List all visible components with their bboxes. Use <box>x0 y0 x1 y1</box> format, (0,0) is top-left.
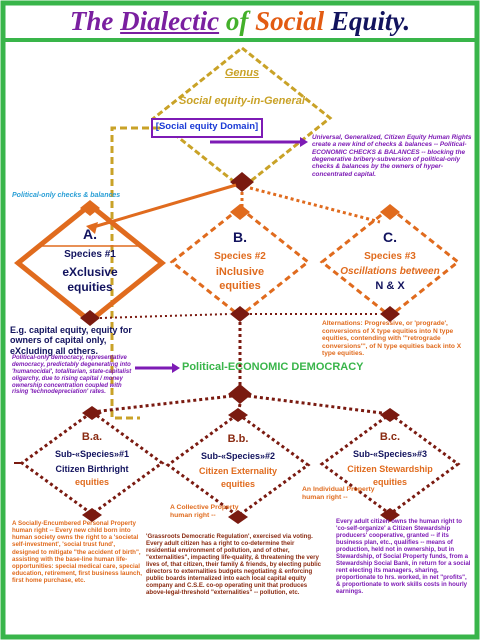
externality-note: 'Grassroots Democratic Regulation', exer… <box>146 533 322 596</box>
subspecies-ba-name2: equities <box>74 477 109 487</box>
domain-box <box>151 118 263 138</box>
exclusive-note: Political-only democracy, representative… <box>12 355 132 396</box>
stewardship-note: Every adult citizen owns the human right… <box>336 518 471 595</box>
subspecies-hub-node <box>228 384 252 404</box>
alternations-note: Alternations: Progressive, or 'prograde'… <box>322 320 462 358</box>
subspecies-ba-diamond <box>19 410 165 516</box>
genus-node <box>230 172 254 192</box>
species-c-bottom-node <box>380 306 400 322</box>
hub-to-bb <box>236 403 242 416</box>
title-word-social: Social <box>255 6 325 36</box>
subspecies-ba-top-node <box>82 406 102 420</box>
subspecies-bc-bottom-node <box>380 508 400 522</box>
species-a-name1: eXclusive <box>62 265 118 279</box>
ped-label: Political-ECONOMIC DEMOCRACY <box>182 361 364 373</box>
subspecies-bc-letter: B.c. <box>379 431 401 443</box>
subspecies-bb-name2: equities <box>220 479 255 489</box>
species-c-letter: C. <box>383 229 397 245</box>
species-c-top-node <box>380 204 400 220</box>
subspecies-bb-label: Sub-«Species»#2 <box>200 451 276 461</box>
subspecies-ba-name1: Citizen Birthright <box>55 464 129 474</box>
species-b-bottom-node <box>230 306 250 322</box>
page-title: The Dialectic of Social Equity. <box>0 6 480 37</box>
universal-note: Universal, Generalized, Citizen Equity H… <box>312 134 472 178</box>
arrow-to-a-head <box>86 222 98 234</box>
species-c-label: Species #3 <box>364 251 416 262</box>
subspecies-bb-diamond <box>165 412 311 518</box>
subspecies-bc-name2: equities <box>372 477 407 487</box>
title-word-dialectic: Dialectic <box>120 6 220 36</box>
ped-arrowhead <box>172 363 180 373</box>
genus-label: Genus <box>224 67 260 79</box>
subspecies-bc-top-node <box>380 408 400 422</box>
political-only-label: Political-only checks & balances <box>12 192 121 199</box>
subspecies-bc-name1: Citizen Stewardship <box>347 464 433 474</box>
exclusive-example: E.g. capital equity, equity for owners o… <box>10 325 132 356</box>
species-a-top-node <box>80 200 100 216</box>
birthright-note: A Socially-Encumbered Personal Property … <box>12 520 142 584</box>
species-c-name1: Oscillations between <box>340 266 440 277</box>
link-a-b <box>99 313 231 319</box>
species-b-name2: equities <box>219 280 261 292</box>
subspecies-ba-letter: B.a. <box>81 431 103 443</box>
species-a-label: Species #1 <box>64 249 116 260</box>
connector-to-c <box>249 186 381 224</box>
hub-to-bc <box>247 394 391 416</box>
subspecies-bc-label: Sub-«Species»#3 <box>352 449 428 459</box>
species-b-top-node <box>230 204 250 220</box>
individual-label: An Individual Property human right -- <box>302 486 375 501</box>
species-a-bottom-node <box>80 310 100 326</box>
title-word-equity: Equity. <box>330 6 411 36</box>
genus-note-arrowhead <box>300 137 308 147</box>
collective-label: A Collective Property human right -- <box>170 504 239 519</box>
species-c-name2: N & X <box>375 280 405 292</box>
genus-diamond <box>151 46 333 190</box>
subspecies-bb-letter: B.b. <box>227 433 249 445</box>
species-b-label: Species #2 <box>214 251 266 262</box>
genus-dashed-connector <box>110 126 160 420</box>
title-word-the: The <box>69 6 114 36</box>
subspecies-ba-label: Sub-«Species»#1 <box>54 449 130 459</box>
species-b-letter: B. <box>233 229 247 245</box>
subspecies-ba-bottom-node <box>82 508 102 522</box>
genus-name: Social equity-in-General <box>179 95 305 107</box>
title-word-of: of <box>225 6 249 36</box>
species-a-name2: equities <box>67 280 113 294</box>
subspecies-bb-name1: Citizen Externality <box>198 466 278 476</box>
species-a-diamond <box>14 201 166 325</box>
arrow-to-a <box>89 183 237 230</box>
species-b-name1: iNclusive <box>215 266 265 278</box>
subspecies-bb-top-node <box>228 408 248 422</box>
subspecies-bb-bottom-node <box>228 510 248 524</box>
domain-label: [Social equity Domain] <box>155 121 259 132</box>
species-a-letter: A. <box>83 226 97 242</box>
